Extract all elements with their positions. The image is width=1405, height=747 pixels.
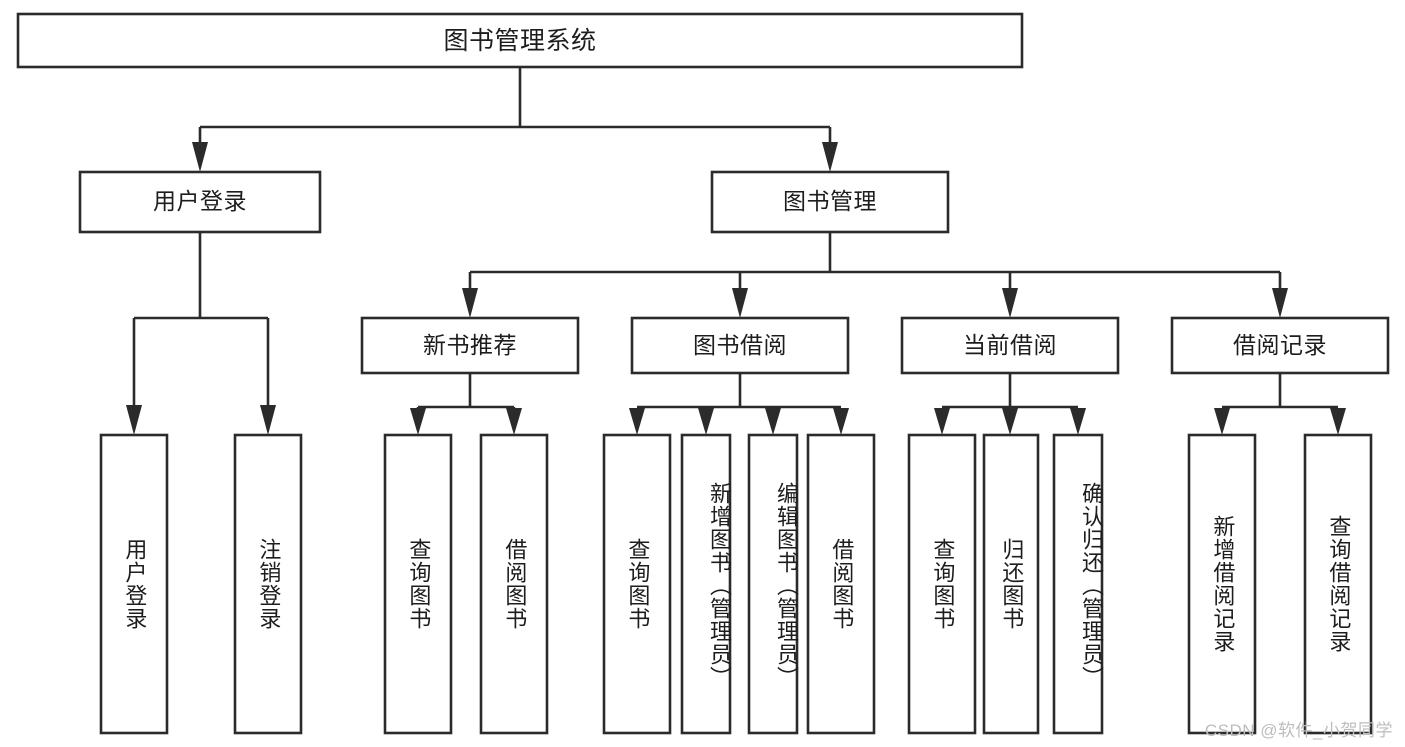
leaf-query-book-current-box	[907, 433, 977, 735]
arrow-new-book-leaf-1	[410, 408, 426, 435]
arrow-book-borrow-leaf-2	[698, 408, 714, 435]
leaf-borrow-book-recommend-box	[479, 433, 549, 735]
node-borrow-records-box	[1170, 316, 1390, 375]
leaf-confirm-return-admin-box	[1052, 433, 1104, 735]
arrow-book-mgmt-to-borrow-records	[1272, 288, 1288, 318]
leaf-user-login-box	[99, 433, 169, 735]
leaf-query-book-recommend-box	[383, 433, 453, 735]
arrow-new-book-leaf-2	[506, 408, 522, 435]
arrow-book-borrow-leaf-3	[765, 408, 781, 435]
node-current-borrow-box	[900, 316, 1120, 375]
arrow-user-login-leaf-2	[260, 405, 276, 435]
node-boxes	[16, 12, 1390, 735]
leaf-query-borrow-record-box	[1303, 433, 1373, 735]
leaf-logout-box	[233, 433, 303, 735]
arrow-root-to-user-login	[192, 142, 208, 172]
node-new-book-recommend-box	[360, 316, 580, 375]
node-book-management-box	[710, 170, 950, 234]
arrow-current-borrow-leaf-2	[1002, 408, 1018, 435]
arrow-user-login-leaf-1	[126, 405, 142, 435]
arrow-book-borrow-leaf-1	[629, 408, 645, 435]
node-user-login-box	[78, 170, 322, 234]
arrow-book-mgmt-to-new-book	[462, 288, 478, 318]
arrow-current-borrow-leaf-3	[1070, 408, 1086, 435]
leaf-add-book-admin-box	[680, 433, 732, 735]
arrow-borrow-records-leaf-1	[1214, 408, 1230, 435]
arrow-borrow-records-leaf-2	[1330, 408, 1346, 435]
arrow-book-borrow-leaf-4	[833, 408, 849, 435]
node-root-box	[16, 12, 1024, 69]
leaf-add-borrow-record-box	[1187, 433, 1257, 735]
arrow-current-borrow-leaf-1	[934, 408, 950, 435]
leaf-borrow-book-box	[806, 433, 876, 735]
leaf-edit-book-admin-box	[747, 433, 799, 735]
arrow-root-to-book-mgmt	[822, 142, 838, 172]
node-book-borrow-box	[630, 316, 850, 375]
connectors	[126, 67, 1346, 435]
leaf-return-book-box	[982, 433, 1040, 735]
leaf-query-book-borrow-box	[602, 433, 672, 735]
arrow-book-mgmt-to-book-borrow	[732, 288, 748, 318]
arrow-book-mgmt-to-current-borrow	[1002, 288, 1018, 318]
